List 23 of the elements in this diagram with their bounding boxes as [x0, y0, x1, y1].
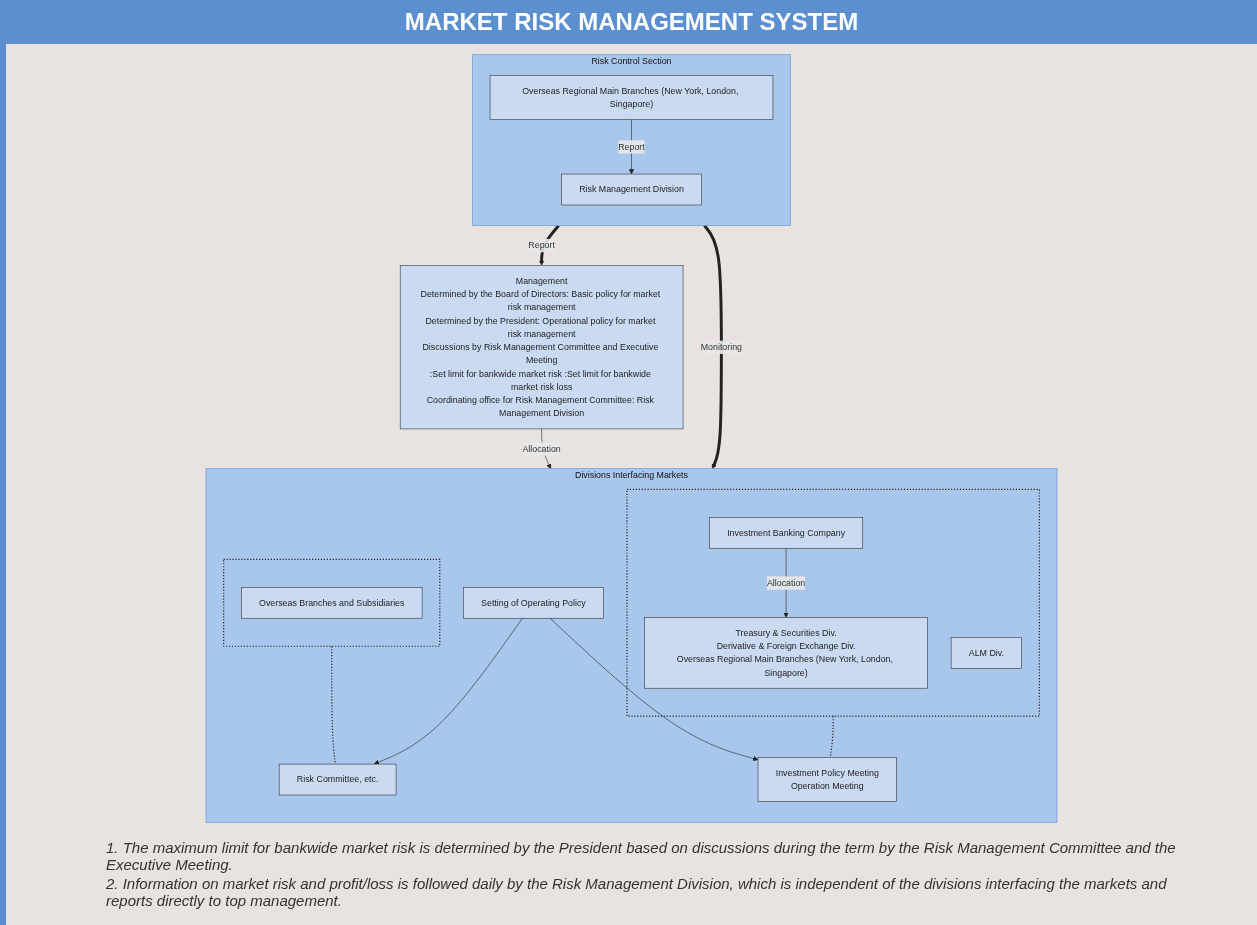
diagram-title: MARKET RISK MANAGEMENT SYSTEM	[6, 0, 1257, 44]
node-box: Investment Banking Company	[709, 517, 864, 549]
footnote: 2. Information on market risk and profit/loss is followed daily by the Risk Management Division, which is independent of the divisions interfacing the markets and reports directly to top management.	[106, 875, 1168, 909]
node-box: Risk Management Division	[561, 173, 702, 206]
edge-label: Allocation	[522, 443, 561, 454]
node-box: Investment Policy Meeting Operation Meeting	[757, 757, 897, 802]
node-box: Setting of Operating Policy	[463, 587, 604, 619]
edge-label: Allocation	[766, 577, 806, 588]
edge-label: Report	[618, 141, 645, 152]
cluster	[626, 488, 1040, 717]
node-box: Risk Committee, etc.	[278, 763, 397, 796]
connector	[829, 715, 834, 759]
arrow	[703, 224, 723, 469]
node-box: Overseas Branches and Subsidiaries	[241, 587, 423, 619]
edge-label: Monitoring	[700, 341, 743, 352]
footnote: 1. The maximum limit for bankwide market risk is determined by the President based on discussions during the term by the Risk Management Committee and the Executive Meeting.	[106, 839, 1177, 873]
edge-label: Report	[528, 240, 555, 251]
node-box: Treasury & Securities Div. Derivative & Foreign Exchange Div. Overseas Regional Main Branches (New York, London, Singapore)	[644, 617, 928, 689]
cluster	[223, 558, 441, 647]
node-box: Overseas Regional Main Branches (New York, London, Singapore)	[489, 75, 774, 120]
node-box: ALM Div.	[950, 637, 1022, 669]
node-box: Management Determined by the Board of Directors: Basic policy for market risk management Determined by the President: Operational policy for market risk management Discussions by Risk Management Committee and Executive Meeting :Set limit for bankwide market risk :Set limit for bankwide market risk loss Coordinating office for Risk Management Committee: Risk Management Division	[399, 265, 684, 430]
connector	[331, 645, 337, 765]
